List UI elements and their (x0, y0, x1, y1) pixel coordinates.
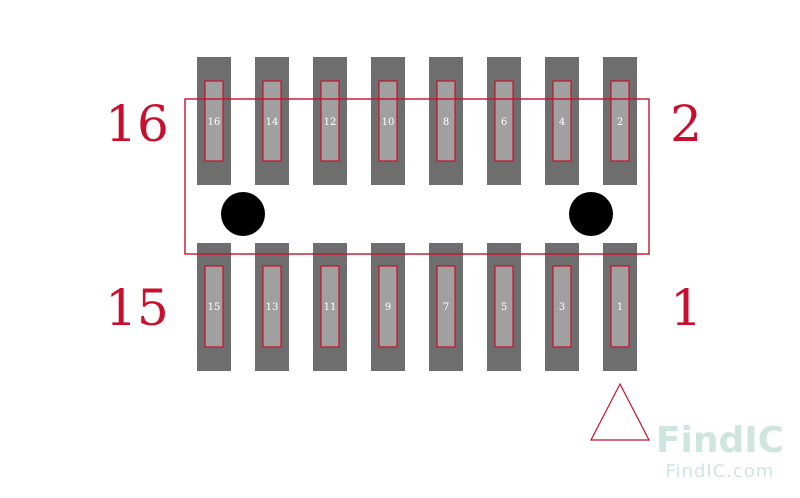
bottom-pin-5 (494, 265, 514, 348)
pin-number-16: 16 (208, 117, 221, 128)
watermark: FindIC FindIC.com (656, 420, 784, 482)
top-pin-8 (436, 80, 456, 162)
corner-label-top-left: 16 (105, 95, 169, 153)
pin-number-14: 14 (266, 117, 279, 128)
watermark-logo: FindIC (656, 420, 784, 461)
top-pin-14 (262, 80, 282, 162)
top-pin-6 (494, 80, 514, 162)
top-pin-12 (320, 80, 340, 162)
bottom-pin-13 (262, 265, 282, 348)
component-outline (184, 98, 650, 255)
pin-number-6: 6 (501, 117, 507, 128)
corner-label-bottom-left: 15 (105, 279, 169, 337)
corner-label-top-right: 2 (670, 95, 702, 153)
watermark-site: FindIC.com (666, 461, 775, 482)
pin-number-3: 3 (559, 302, 565, 313)
pin-number-12: 12 (324, 117, 337, 128)
pin-number-13: 13 (266, 302, 279, 313)
pin-number-8: 8 (443, 117, 449, 128)
mounting-hole-right (569, 192, 613, 236)
top-pin-2 (610, 80, 630, 162)
bottom-pin-1 (610, 265, 630, 348)
top-pin-10 (378, 80, 398, 162)
bottom-pin-15 (204, 265, 224, 348)
bottom-pin-7 (436, 265, 456, 348)
top-pin-4 (552, 80, 572, 162)
pin-number-9: 9 (385, 302, 391, 313)
bottom-pad-row: 15 13 11 9 7 5 3 1 (197, 243, 637, 371)
pin1-indicator-triangle-icon (590, 382, 650, 441)
pin-number-1: 1 (617, 302, 623, 313)
corner-label-bottom-right: 1 (670, 279, 702, 337)
pin-number-5: 5 (501, 302, 507, 313)
pin-number-15: 15 (208, 302, 221, 313)
top-pad-row: 16 14 12 10 8 6 4 2 (197, 57, 637, 185)
mounting-hole-left (221, 192, 265, 236)
pin-number-10: 10 (382, 117, 395, 128)
pin-number-11: 11 (324, 302, 337, 313)
pin-number-7: 7 (443, 302, 449, 313)
pin-number-4: 4 (559, 117, 565, 128)
top-pin-16 (204, 80, 224, 162)
bottom-pin-9 (378, 265, 398, 348)
bottom-pin-11 (320, 265, 340, 348)
bottom-pin-3 (552, 265, 572, 348)
pin-number-2: 2 (617, 117, 623, 128)
